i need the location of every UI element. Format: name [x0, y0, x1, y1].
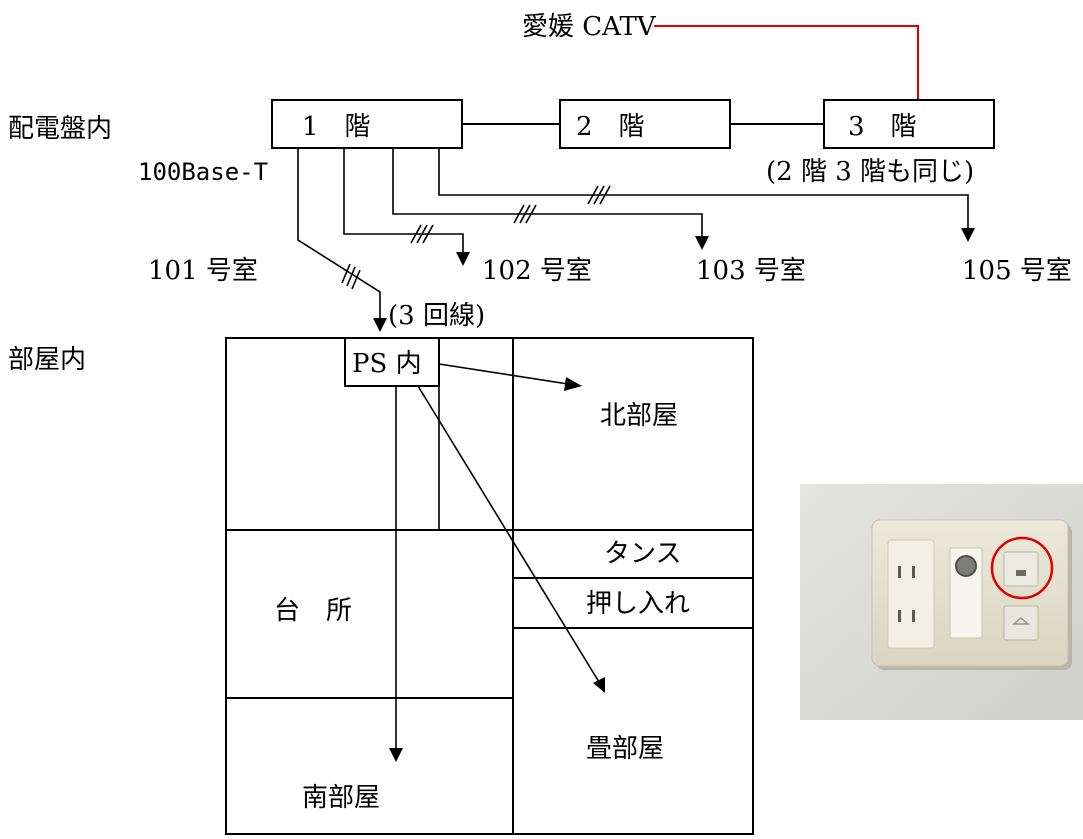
ps-box: PS 内: [344, 337, 440, 387]
panel-section-label: 配電盤内: [8, 114, 112, 144]
room-label-101: 101 号室: [148, 256, 258, 286]
room-label-102: 102 号室: [482, 256, 592, 286]
lines-note: (3 回線): [388, 301, 485, 331]
floor-label-3: 3 階: [848, 112, 917, 142]
catv-label: 愛媛 CATV: [522, 12, 657, 42]
outlet-photo: [800, 484, 1083, 720]
cable-101: [297, 148, 387, 332]
area-tatami: 畳部屋: [586, 734, 664, 764]
lan-jack: [1003, 551, 1039, 587]
ps-wiring: [389, 363, 605, 762]
room-label-105: 105 号室: [962, 256, 1072, 286]
cable-105: [438, 148, 975, 242]
room-label-103: 103 号室: [696, 256, 806, 286]
floor-box-3: 3 階: [823, 99, 995, 149]
floor-box-1: 1 階: [271, 99, 463, 149]
floors-note: (2 階 3 階も同じ): [766, 157, 974, 187]
floor-label-1: 1 階: [302, 112, 371, 142]
area-wardrobe: タンス: [604, 539, 681, 569]
power-outlet: [887, 539, 935, 649]
room-section-label: 部屋内: [8, 345, 86, 375]
area-kitchen: 台 所: [274, 596, 352, 626]
catv-line: [654, 25, 919, 100]
blank-module: [1003, 605, 1039, 641]
area-south: 南部屋: [302, 783, 380, 813]
cable-type-label: 100Base-T: [138, 158, 268, 186]
floor-label-2: 2 階: [576, 112, 645, 142]
area-north: 北部屋: [600, 401, 678, 431]
lan-jack-highlight-circle: [990, 536, 1054, 600]
ps-label: PS 内: [352, 349, 422, 379]
floor-box-2: 2 階: [559, 99, 731, 149]
floor-plan: [225, 337, 754, 835]
cable-102: [343, 148, 470, 266]
cable-103: [392, 148, 709, 250]
area-closet: 押し入れ: [586, 589, 690, 619]
